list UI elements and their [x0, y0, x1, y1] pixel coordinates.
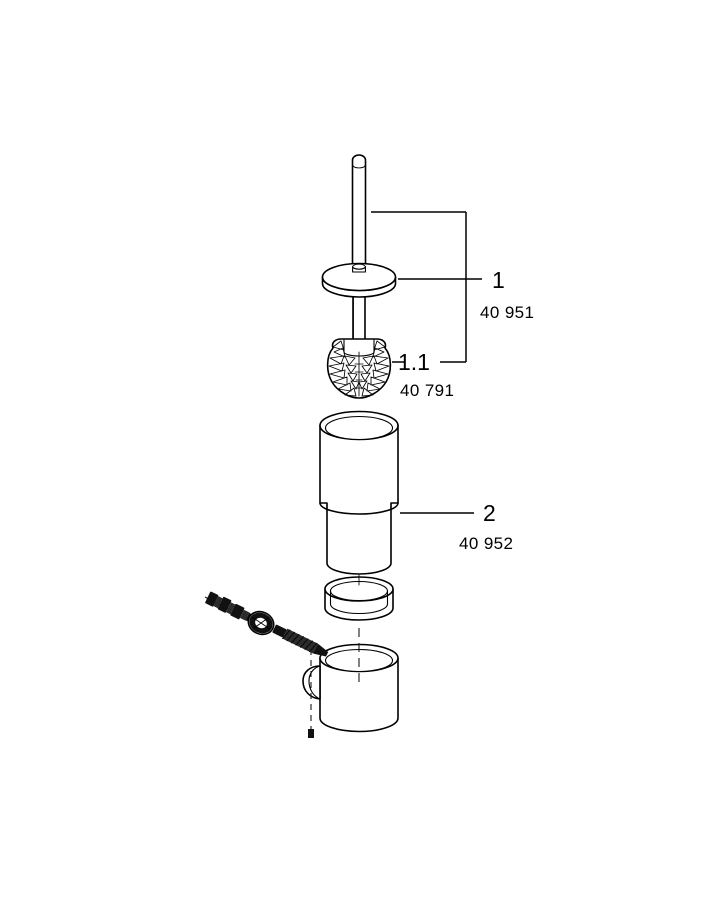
- brush-rod: [351, 154, 367, 351]
- brush-head: [326, 338, 392, 399]
- callout-1-part-number: 40 951: [480, 303, 534, 322]
- brush-lid: [321, 262, 397, 298]
- callout-1-number: 1: [492, 267, 505, 293]
- fixing-hardware: [204, 591, 329, 657]
- glass-tumbler: [319, 410, 399, 575]
- callout-1-leader: [371, 211, 482, 362]
- callout-1-1-part-number: 40 791: [400, 381, 454, 400]
- holder-cup: [302, 643, 399, 733]
- callout-2-number: 2: [483, 500, 496, 526]
- callout-labels: 1 40 951 1.1 40 791 2 40 952: [398, 267, 534, 553]
- washer: [247, 610, 275, 636]
- callout-2-part-number: 40 952: [459, 534, 513, 553]
- mounting-screw: [272, 624, 329, 657]
- part-brush-handle: [321, 154, 397, 399]
- sealing-ring: [324, 576, 394, 621]
- callout-1-1-number: 1.1: [398, 349, 430, 375]
- part-glass-holder: [302, 410, 399, 738]
- fixing-line-end-marker: [308, 729, 314, 738]
- wall-anchor: [205, 591, 256, 623]
